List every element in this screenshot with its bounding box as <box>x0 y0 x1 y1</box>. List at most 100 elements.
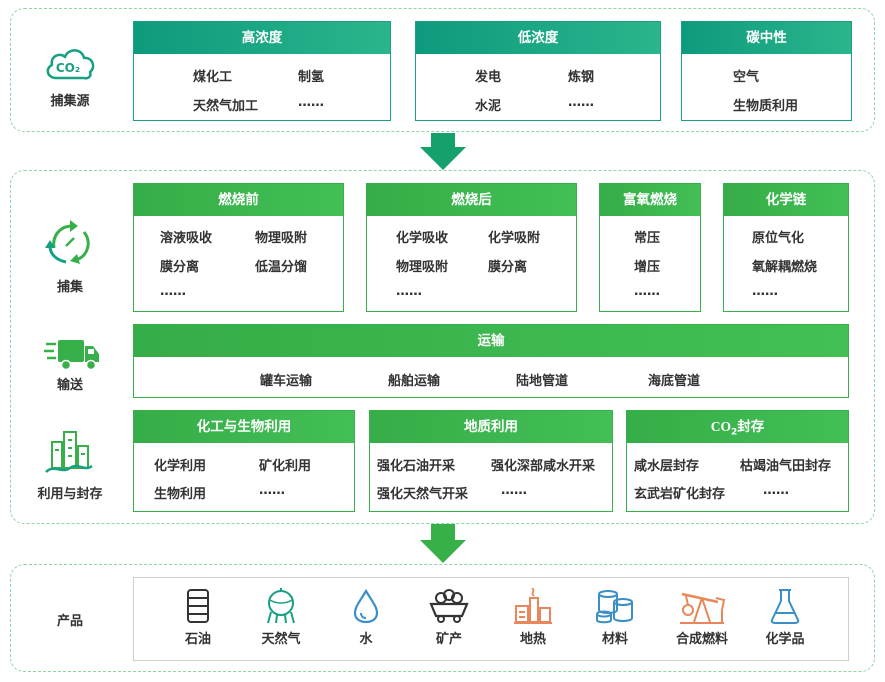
box-header: 高浓度 <box>134 22 390 54</box>
list-item: …… <box>634 284 660 299</box>
box-header: 化学链 <box>724 184 848 216</box>
product-name: 石油 <box>184 632 211 647</box>
products-section <box>10 564 875 672</box>
product-materials: 材料 <box>575 588 655 647</box>
product-synthetic-fuel: 合成燃料 <box>662 588 742 647</box>
oil-pump-icon <box>680 592 726 624</box>
list-item: 物理吸附 <box>255 231 308 246</box>
list-item: 罐车运输 <box>260 374 313 389</box>
list-item: 炼钢 <box>568 70 595 85</box>
list-item: 物理吸附 <box>396 260 449 275</box>
capture-row-label: 捕集 <box>56 280 83 295</box>
products-row-label: 产品 <box>56 614 83 629</box>
list-item: 空气 <box>733 70 760 85</box>
oil-barrel-icon <box>187 589 209 623</box>
list-item: 天然气加工 <box>193 99 259 114</box>
transport-row-label: 输送 <box>56 378 83 393</box>
product-name: 地热 <box>519 632 546 647</box>
list-item: 生物质利用 <box>733 99 799 114</box>
flask-icon <box>770 589 800 624</box>
list-item: …… <box>752 284 778 299</box>
recycle-arrows-icon <box>45 220 90 264</box>
list-item: 玄武岩矿化封存 <box>634 487 726 502</box>
list-item: 咸水层封存 <box>634 459 700 474</box>
list-item: 发电 <box>475 70 502 85</box>
high-concentration-box: 高浓度 煤化工 制氢 天然气加工 …… <box>133 21 391 121</box>
product-natural-gas: 天然气 <box>241 588 321 647</box>
box-header: 低浓度 <box>416 22 660 54</box>
list-item: …… <box>501 483 527 498</box>
flow-arrow-down <box>420 133 466 170</box>
list-item: 船舶运输 <box>388 374 441 389</box>
geothermal-plant-icon <box>514 588 552 624</box>
box-title-subscript: 2 <box>730 427 738 438</box>
list-item: 常压 <box>634 231 661 246</box>
list-item: 陆地管道 <box>516 374 569 389</box>
utilization-row-label: 利用与封存 <box>37 487 103 502</box>
product-geothermal: 地热 <box>493 588 573 647</box>
box-header: 化工与生物利用 <box>134 411 354 443</box>
product-minerals: 矿产 <box>409 588 489 647</box>
delivery-truck-icon <box>44 340 99 371</box>
list-item: 枯竭油气田封存 <box>740 459 832 474</box>
product-oil: 石油 <box>158 588 238 647</box>
co2-storage-box: CO2封存 咸水层封存 枯竭油气田封存 玄武岩矿化封存 …… <box>626 410 849 512</box>
city-buildings-icon <box>45 431 93 473</box>
list-item: 化学吸收 <box>396 231 449 246</box>
transport-box: 运输 罐车运输 船舶运输 陆地管道 海底管道 <box>133 324 849 398</box>
post-combustion-box: 燃烧后 化学吸收 化学吸附 物理吸附 膜分离 …… <box>366 183 577 312</box>
list-item: 强化石油开采 <box>377 459 456 474</box>
list-item: 化学吸附 <box>488 231 541 246</box>
product-chemicals: 化学品 <box>745 588 825 647</box>
product-name: 天然气 <box>261 632 301 647</box>
co2-cloud-icon: CO₂ <box>46 49 95 80</box>
process-section <box>10 170 875 524</box>
product-name: 水 <box>359 632 373 647</box>
storage-tanks-icon <box>596 590 633 624</box>
product-name: 化学品 <box>765 632 805 647</box>
product-name: 矿产 <box>435 632 462 647</box>
box-header: 燃烧前 <box>134 184 343 216</box>
list-item: 生物利用 <box>154 487 207 502</box>
flow-arrow-down <box>420 524 466 563</box>
source-row-label: 捕集源 <box>50 94 90 109</box>
low-concentration-box: 低浓度 发电 炼钢 水泥 …… <box>415 21 661 121</box>
geological-utilization-box: 地质利用 强化石油开采 强化深部咸水开采 强化天然气开采 …… <box>369 410 613 512</box>
box-header: 地质利用 <box>370 411 612 443</box>
list-item: …… <box>568 95 594 110</box>
list-item: 膜分离 <box>488 260 528 275</box>
list-item: 化学利用 <box>154 459 207 474</box>
list-item: 海底管道 <box>648 374 701 389</box>
water-drop-icon <box>353 588 379 624</box>
product-water: 水 <box>326 588 406 647</box>
list-item: 原位气化 <box>752 231 805 246</box>
list-item: 煤化工 <box>193 70 233 85</box>
list-item: 低温分馏 <box>255 260 308 275</box>
list-item: 水泥 <box>475 99 502 114</box>
box-header: CO2封存 <box>627 411 848 443</box>
list-item: …… <box>763 483 789 498</box>
box-header: 富氧燃烧 <box>600 184 700 216</box>
chemical-bio-utilization-box: 化工与生物利用 化学利用 矿化利用 生物利用 …… <box>133 410 355 512</box>
products-panel <box>133 577 849 661</box>
product-name: 材料 <box>601 632 628 647</box>
list-item: 溶液吸收 <box>160 231 213 246</box>
list-item: …… <box>259 483 285 498</box>
list-item: 膜分离 <box>160 260 200 275</box>
oxy-fuel-box: 富氧燃烧 常压 增压 …… <box>599 183 701 312</box>
list-item: 强化深部咸水开采 <box>491 459 596 474</box>
pre-combustion-box: 燃烧前 溶液吸收 物理吸附 膜分离 低温分馏 …… <box>133 183 344 312</box>
list-item: 矿化利用 <box>259 459 312 474</box>
svg-text:CO₂: CO₂ <box>56 61 80 75</box>
box-title: CO <box>710 419 731 434</box>
chemical-looping-box: 化学链 原位气化 氧解耦燃烧 …… <box>723 183 849 312</box>
box-header: 运输 <box>134 325 848 357</box>
list-item: …… <box>160 284 186 299</box>
list-item: 制氢 <box>298 70 325 85</box>
list-item: 强化天然气开采 <box>377 487 469 502</box>
carbon-neutral-box: 碳中性 空气 生物质利用 <box>681 21 852 121</box>
product-name: 合成燃料 <box>675 632 728 647</box>
capture-source-section <box>10 8 875 132</box>
mine-cart-icon <box>429 589 469 623</box>
box-title-rest: 封存 <box>737 419 765 435</box>
